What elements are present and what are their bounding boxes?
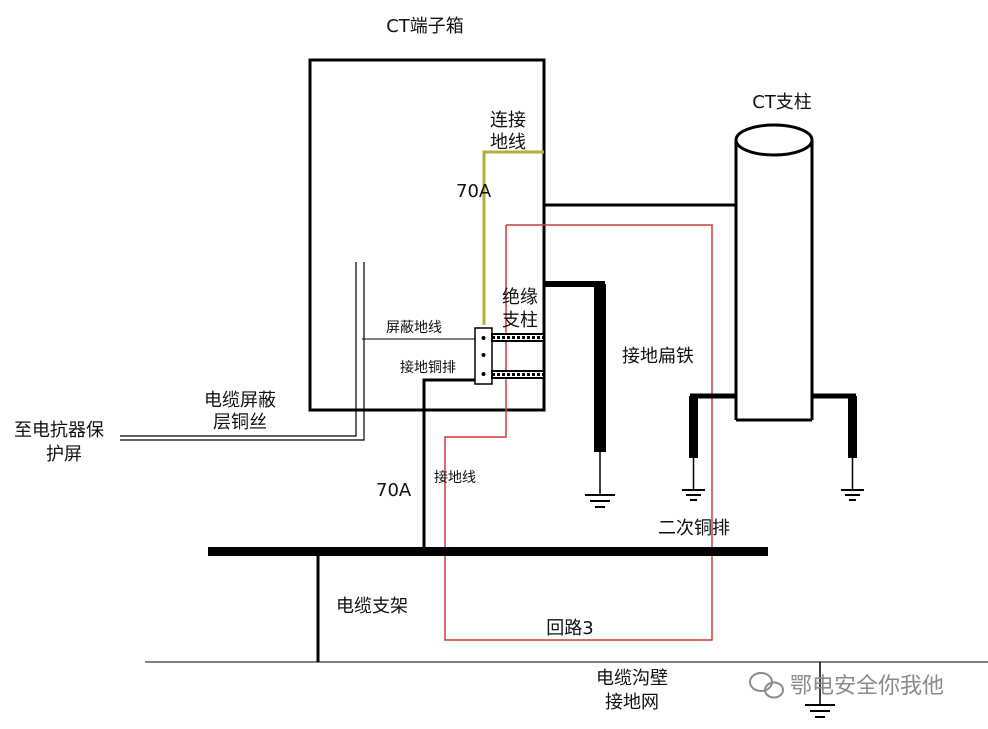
connect-ground-line (482, 150, 544, 325)
ct-column-top (734, 123, 814, 157)
to-reactor-label-2: 护屏 (46, 444, 82, 465)
secondary-copper-bar-label: 二次铜排 (658, 518, 730, 539)
connect-ground-line-label-2: 地线 (490, 132, 526, 153)
cable-shield-label-1: 电缆屏蔽 (204, 390, 276, 411)
ground-symbol-icon (805, 704, 835, 718)
ct-ground-leg-right (848, 396, 857, 458)
ground-wire-70a (422, 378, 475, 548)
cable-bracket-label: 电缆支架 (336, 596, 408, 617)
ground-symbol-icon (682, 489, 705, 501)
wechat-logo-icon (749, 672, 784, 699)
insulator-label-1: 绝缘 (502, 287, 538, 308)
ground-symbol-icon (585, 494, 615, 508)
copper-bar-bolt (481, 336, 486, 340)
ground-symbol-icon (841, 489, 864, 501)
cable-shield-label-2: 层铜丝 (213, 412, 267, 433)
ct-terminal-box (308, 58, 546, 412)
loop-3-path (444, 224, 713, 641)
secondary-copper-bar (208, 547, 768, 556)
wire-70a-top-label: 70A (456, 181, 492, 202)
ground-flat-iron-label: 接地扁铁 (622, 346, 694, 367)
loop-3-label: 回路3 (546, 618, 593, 639)
cable-shield-wire-inner (120, 262, 357, 437)
insulator-label-2: 支柱 (502, 310, 538, 331)
ground-copper-bar-label: 接地铜排 (400, 359, 456, 376)
watermark-text: 鄂电安全你我他 (790, 674, 944, 699)
wire-70a-bottom-label: 70A (376, 480, 412, 501)
to-reactor-label-1: 至电抗器保 (14, 420, 104, 441)
ground-wire-label: 接地线 (434, 469, 476, 486)
trench-wall-label-2: 接地网 (605, 692, 659, 713)
ct-column-label: CT支柱 (752, 92, 812, 113)
trench-wall-label-1: 电缆沟壁 (596, 668, 668, 689)
cable-shield-wire-outer (120, 262, 365, 441)
copper-bar-bolt (481, 372, 486, 376)
copper-bar-bolt (481, 353, 486, 357)
ct-ground-leg-left (689, 396, 698, 458)
ground-flat-iron (594, 284, 606, 452)
ct-box-label: CT端子箱 (386, 16, 464, 37)
shield-ground-line-label: 屏蔽地线 (386, 320, 442, 336)
connect-ground-line-label-1: 连接 (490, 110, 526, 131)
